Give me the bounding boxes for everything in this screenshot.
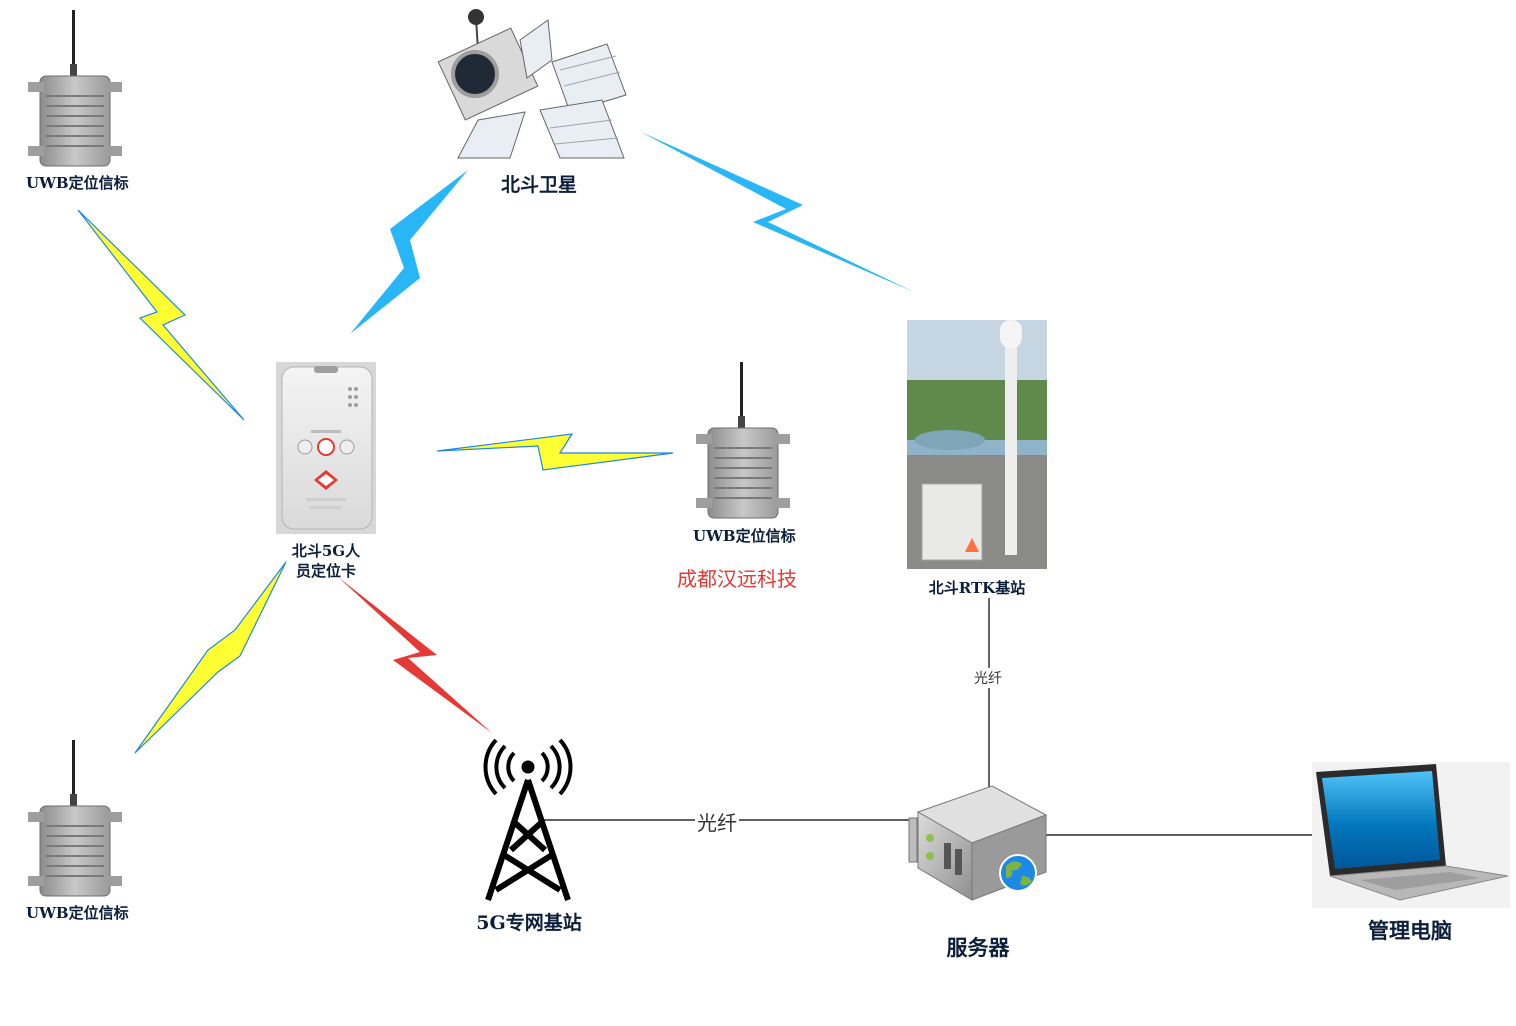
beacon-bottom-label: UWB定位信标 (26, 904, 129, 922)
link-satellite-rtk (641, 132, 914, 292)
rtk-base-station-icon (907, 320, 1047, 569)
uwb-beacon-bottom-icon (27, 739, 123, 897)
link-card-beacon-top (77, 209, 245, 421)
link-card-beacon-bottom (134, 561, 287, 754)
laptop-icon (1312, 762, 1510, 908)
satellite-icon (437, 9, 627, 159)
watermark-text: 成都汉远科技 (677, 567, 797, 591)
positioning-card-label-line1: 北斗5G人 (291, 542, 361, 560)
tower-label: 5G专网基站 (476, 912, 582, 934)
link-card-beacon-mid (436, 433, 674, 471)
rtk-label: 北斗RTK基站 (928, 579, 1026, 597)
server-icon (908, 785, 1048, 901)
satellite-label: 北斗卫星 (500, 174, 578, 196)
beacon-mid-label: UWB定位信标 (693, 527, 796, 545)
positioning-card-label-line2: 员定位卡 (295, 562, 356, 580)
positioning-card-icon (276, 362, 376, 534)
cell-tower-icon (483, 738, 573, 901)
positioning-card-label: 北斗5G人 员定位卡 (292, 541, 360, 581)
uwb-beacon-mid-icon (695, 361, 791, 519)
server-label: 服务器 (946, 935, 1010, 960)
beacon-top-label: UWB定位信标 (26, 174, 129, 192)
pc-label: 管理电脑 (1368, 918, 1452, 943)
link-satellite-card (350, 170, 468, 334)
fiber-label-vertical: 光纤 (972, 668, 1004, 688)
fiber-label-horizontal: 光纤 (695, 807, 739, 836)
link-card-tower (338, 577, 492, 733)
uwb-beacon-top-icon (27, 9, 123, 167)
